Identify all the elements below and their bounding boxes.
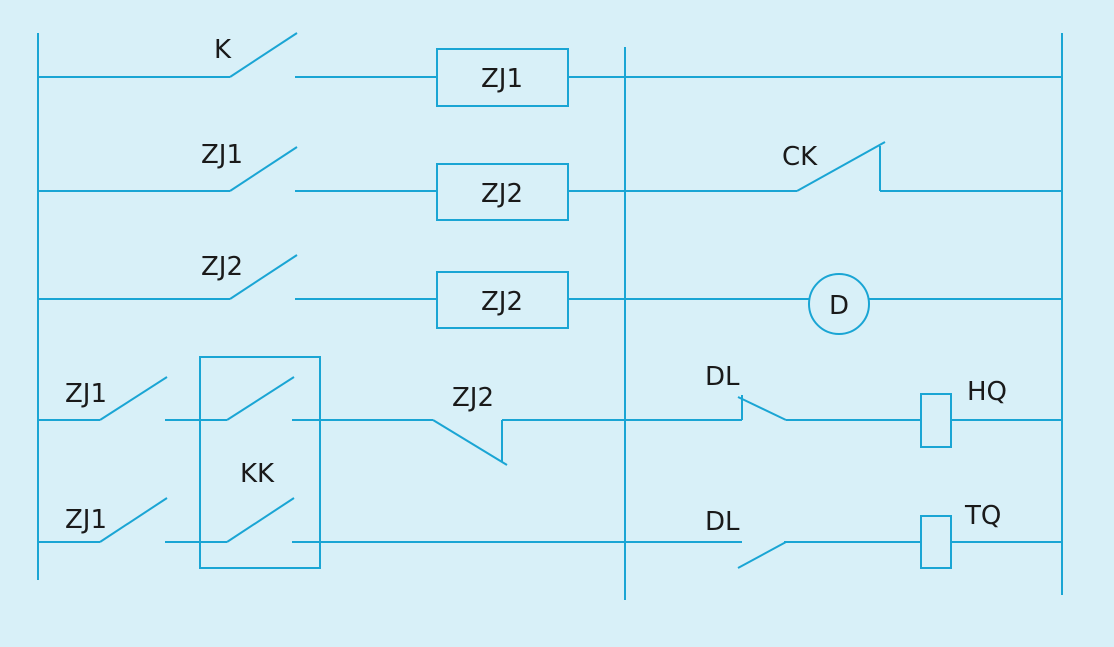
k-contact-label: K bbox=[214, 35, 232, 65]
k-contact-blade bbox=[229, 32, 298, 78]
dl-nc-contact-blade bbox=[737, 396, 787, 421]
zj1-coil-label: ZJ1 bbox=[481, 64, 523, 94]
d-lamp-label: D bbox=[829, 291, 849, 321]
zj2-contact-label: ZJ2 bbox=[452, 383, 494, 413]
zj1-contact-blade bbox=[99, 497, 168, 543]
row-4: ZJ1 ZJ2 DL HQ bbox=[38, 362, 1062, 466]
dl-contact-label: DL bbox=[705, 362, 740, 392]
zj1-contact-blade bbox=[99, 376, 168, 421]
kk-switch: KK bbox=[199, 356, 321, 569]
row-5: ZJ1 DL TQ bbox=[38, 497, 1062, 569]
zj1-contact-blade bbox=[229, 146, 298, 192]
row-2: ZJ1 ZJ2 CK bbox=[38, 140, 1062, 221]
tq-coil-box bbox=[920, 515, 952, 569]
kk-switch-box bbox=[199, 356, 321, 569]
zj2-contact-blade bbox=[229, 254, 298, 300]
zj2-nc-contact-blade bbox=[432, 419, 508, 466]
kk-switch-label: KK bbox=[240, 459, 275, 489]
hq-coil-box bbox=[920, 393, 952, 448]
zj2-contact-label: ZJ2 bbox=[201, 252, 243, 282]
zj1-contact-label: ZJ1 bbox=[201, 140, 243, 170]
ck-contact-blade bbox=[796, 141, 886, 192]
zj1-contact-label: ZJ1 bbox=[65, 505, 107, 535]
tq-coil-label: TQ bbox=[964, 501, 1001, 531]
kk-contact-blade-lower bbox=[226, 497, 295, 543]
kk-contact-blade-upper bbox=[226, 376, 295, 421]
dl-contact-blade bbox=[737, 541, 787, 569]
row-1: K ZJ1 bbox=[38, 32, 1062, 107]
d-lamp-circle bbox=[808, 273, 870, 335]
dl-contact-label: DL bbox=[705, 507, 740, 537]
zj1-contact-label: ZJ1 bbox=[65, 379, 107, 409]
row-3: ZJ2 ZJ2 D bbox=[38, 252, 1062, 335]
zj2-coil-label: ZJ2 bbox=[481, 287, 523, 317]
hq-coil-label: HQ bbox=[967, 377, 1007, 407]
ck-contact-label: CK bbox=[782, 142, 818, 172]
zj2-coil-label: ZJ2 bbox=[481, 179, 523, 209]
